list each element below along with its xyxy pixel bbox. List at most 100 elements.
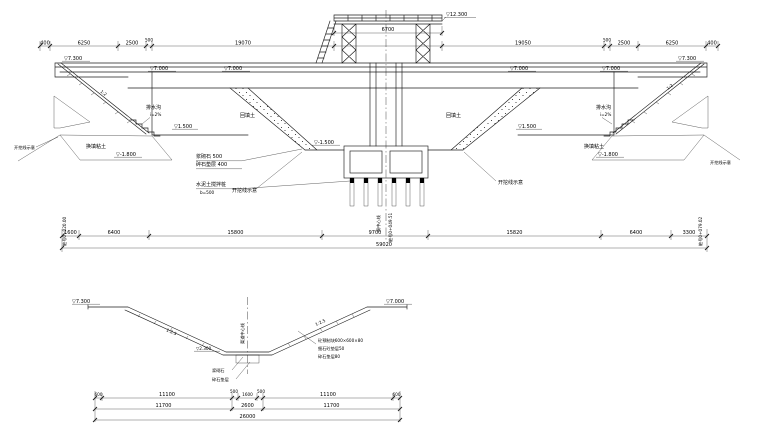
label-excavation-left: 开挖线示意 xyxy=(14,144,35,151)
masonry-prism-left xyxy=(53,95,91,129)
label-clay-left: 换填粘土 xyxy=(86,143,106,150)
elevation-deck-l3: ▽7.000 xyxy=(224,66,242,72)
channel-dim-row2-1: 2600 xyxy=(241,403,254,409)
channel-axis-label: 渠道中心线 xyxy=(239,322,246,344)
channel-bed-box xyxy=(235,354,260,364)
elevation-wedge-left: ▽-1.800 xyxy=(116,152,136,158)
bed-label-gravel: 碎石垫层 xyxy=(212,376,229,383)
channel-dim-row2-2: 11700 xyxy=(324,403,340,409)
channel-dim-4: 500 xyxy=(257,389,265,394)
bottom-section-text: ▽7.300 ▽7.000 ▽2.300 渠道中心线 1:2.5 1:2.5 砼… xyxy=(72,299,404,420)
channel-dim-3: 1600 xyxy=(242,392,253,397)
dim-top-2: 2500 xyxy=(126,41,139,47)
dim-bottom-0: 1600 xyxy=(64,230,77,236)
channel-slope-right: 1:2.5 xyxy=(314,318,326,327)
channel-elevation-left: ▽7.300 xyxy=(72,299,90,305)
label-masonry: 浆砌石 500 xyxy=(196,153,222,160)
label-slope-right: 1:2 xyxy=(666,82,675,90)
dim-top-9: 400 xyxy=(707,41,717,47)
leader-lines xyxy=(35,16,613,380)
channel-dim-2: 500 xyxy=(230,389,238,394)
culvert-body xyxy=(343,145,429,179)
dim-top-3: 500 xyxy=(145,38,153,43)
dim-top-6: 500 xyxy=(603,38,611,43)
dim-top-0: 400 xyxy=(40,41,50,47)
elevation-deck-r3: ▽7.000 xyxy=(510,66,528,72)
label-backfill-right: 回填土 xyxy=(446,112,461,119)
dim-bottom-2: 15800 xyxy=(228,230,244,236)
culvert-cell-left xyxy=(349,150,383,174)
channel-dim-total: 26000 xyxy=(240,414,256,420)
dim-bottom-3: 9700 xyxy=(369,230,382,236)
label-excavation-bottom-right: 开挖线示意 xyxy=(498,179,523,186)
label-drain-right: 排水沟 xyxy=(596,104,611,111)
dim-bottom-4: 15820 xyxy=(507,230,523,236)
station-right: 桩号0+079.02 xyxy=(697,216,704,246)
channel-dim-6: 600 xyxy=(393,392,401,397)
label-gravel-bed: 碎石垫层 400 xyxy=(196,161,227,168)
elevation-underlines xyxy=(62,17,704,352)
channel-slope-left: 1:2.5 xyxy=(166,327,178,336)
dim-top-5: 19050 xyxy=(515,41,531,47)
dim-tower-span: 6700 xyxy=(382,27,395,33)
channel-dim-5: 11100 xyxy=(320,392,336,398)
channel-elevation-right: ▽7.000 xyxy=(386,299,404,305)
bottom-section-linework xyxy=(87,304,408,364)
channel-dim-0: 600 xyxy=(95,392,103,397)
wall-lines xyxy=(151,71,615,136)
dim-top-8: 6250 xyxy=(666,41,679,47)
label-pile-width: b=500 xyxy=(200,190,214,195)
channel-dim-1: 11100 xyxy=(159,392,175,398)
label-drain-right-grade: i=2% xyxy=(600,112,611,117)
clay-wedge-right xyxy=(591,134,705,161)
slope-hatch-ticks xyxy=(66,73,696,124)
dimension-lines xyxy=(40,32,718,421)
embankment-slopes xyxy=(57,62,705,135)
label-slope-left: 1:2 xyxy=(99,89,108,97)
elevation-deck-l1: ▽7.300 xyxy=(64,56,82,62)
elevation-deck-l2: ▽7.000 xyxy=(150,66,168,72)
lining-spec-1: 砼预制块600×600×80 xyxy=(318,337,363,344)
lining-spec-2: 细石砼垫层50 xyxy=(318,345,345,352)
elevation-wedge-right: ▽-1.800 xyxy=(598,152,618,158)
station-center: 桩号0+049.51 xyxy=(387,212,394,242)
label-clay-right: 换填粘土 xyxy=(584,143,604,150)
label-excavation-right: 开挖线示意 xyxy=(710,159,731,166)
label-mixing-pile: 水泥土搅拌桩 xyxy=(196,181,226,188)
elevation-deck-r2: ▽7.000 xyxy=(602,66,620,72)
label-backfill-left: 回填土 xyxy=(240,112,255,119)
elevation-founding-right: ▽1.500 xyxy=(518,124,536,130)
dimension-linework xyxy=(35,16,721,423)
label-drain-left-grade: i=2% xyxy=(150,112,161,117)
deck-lines xyxy=(54,62,708,89)
masonry-prism-right xyxy=(671,95,709,129)
clay-wedge-left xyxy=(59,134,173,161)
channel-dim-row2-0: 11700 xyxy=(156,403,172,409)
elevation-deck-r1: ▽7.300 xyxy=(678,56,696,62)
dim-top-1: 6250 xyxy=(78,41,91,47)
pile-group xyxy=(349,177,425,207)
elevation-culvert: ▽-1.500 xyxy=(314,140,334,146)
dim-top-4: 19070 xyxy=(235,41,251,47)
dim-total: 59020 xyxy=(376,242,392,248)
dimension-ticks xyxy=(37,30,721,423)
top-section-text: ▽12.300 6700 400 6250 2500 500 19070 190… xyxy=(14,12,731,248)
label-excavation-bottom-left: 开挖线示意 xyxy=(232,187,257,194)
dim-bottom-5: 6400 xyxy=(630,230,643,236)
label-drain-left: 排水沟 xyxy=(146,104,161,111)
dim-top-7: 2500 xyxy=(618,41,631,47)
ladder xyxy=(315,20,337,64)
elevation-founding-left: ▽1.500 xyxy=(174,124,192,130)
gate-shaft xyxy=(369,62,403,147)
culvert-cell-right xyxy=(389,150,423,174)
dim-bottom-1: 6400 xyxy=(108,230,121,236)
dim-bottom-6: 3300 xyxy=(683,230,696,236)
axis-label: 闸中心线 xyxy=(375,214,382,232)
elevation-tower-top: ▽12.300 xyxy=(446,12,467,18)
channel-slope-ticks xyxy=(137,313,355,347)
station-left: 桩号0+020.00 xyxy=(61,216,68,246)
pit-fill-hatch-right xyxy=(451,88,540,150)
ditch-steps xyxy=(129,119,635,137)
channel-elevation-bed: ▽2.300 xyxy=(196,346,212,351)
